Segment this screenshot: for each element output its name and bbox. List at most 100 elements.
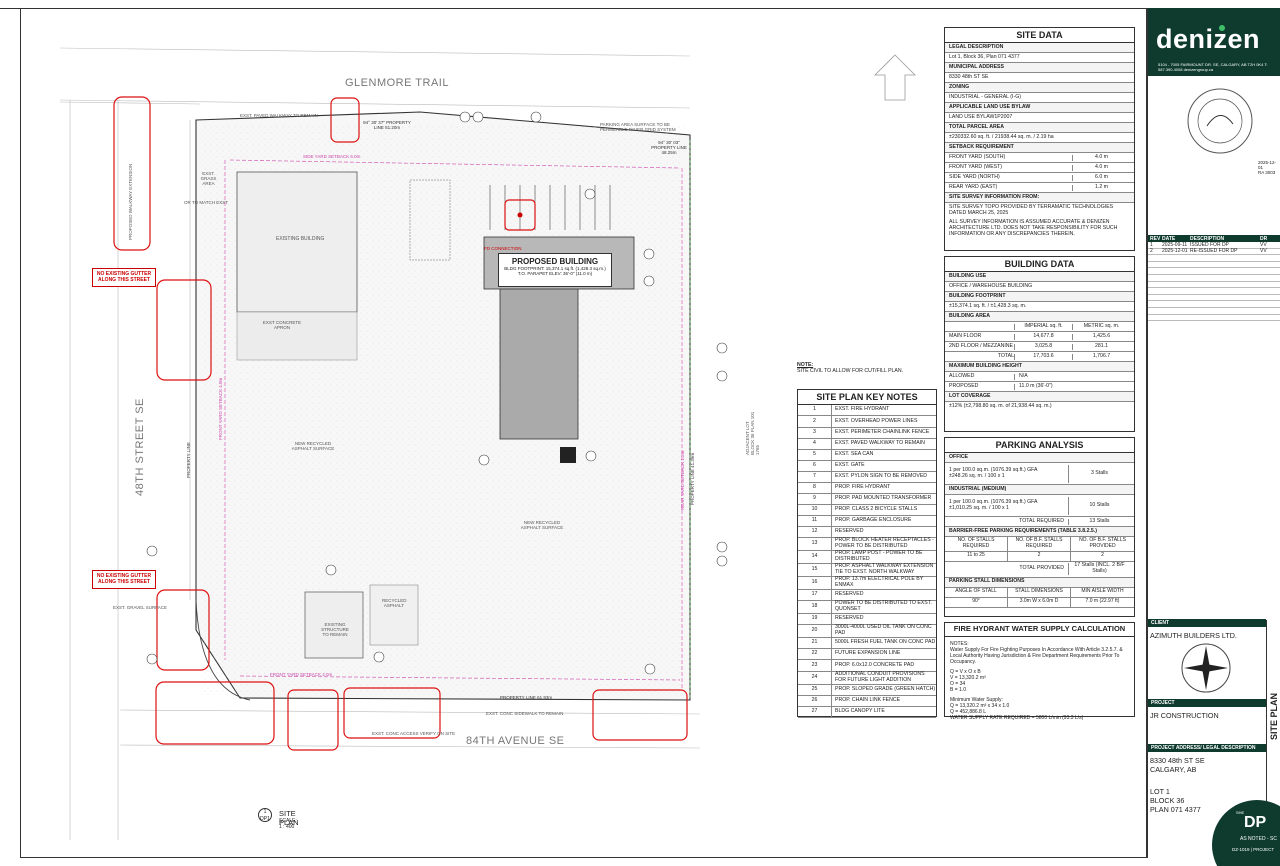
client-name: AZIMUTH BUILDERS LTD. — [1150, 631, 1237, 640]
zoning-heading: ZONING — [945, 83, 1134, 94]
key-note-text: PROP. BLOCK HEATER RECEPTACLES - POWER T… — [835, 537, 934, 550]
revision-row-empty — [1148, 315, 1280, 322]
key-notes-title: SITE PLAN KEY NOTES — [798, 390, 936, 406]
property-line-north-1: 94° 30' 37" PROPERTY LINE 51.20m — [363, 120, 411, 130]
new-recycled-asphalt-label: NEW RECYCLED ASPHALT SURFACE — [291, 441, 335, 451]
front-setback-west-label: FRONT YARD SETBACK 4.0m — [218, 377, 223, 440]
key-note-text: PROP. 13.7m ELECTRICAL POLE BY ENMAX — [835, 576, 924, 589]
key-note-number: 5 — [798, 449, 832, 460]
height-proposed-label: PROPOSED — [949, 382, 979, 389]
key-note-number: 22 — [798, 649, 832, 660]
exst-conc-access-label: EXST. CONC ACCESS VERIFY ON SITE — [372, 731, 456, 736]
col-imperial: IMPERIAL sq. ft. — [1014, 323, 1072, 330]
revision-clouds — [113, 96, 688, 751]
key-note-number: 6 — [798, 460, 832, 471]
key-note-number: 7 — [798, 471, 832, 482]
key-note-number: 9 — [798, 494, 832, 505]
driveway-curve-sw — [195, 599, 251, 701]
new-recycled-asphalt-label-2: NEW RECYCLED ASPHALT SURFACE — [520, 520, 564, 530]
key-note-text: EXST. OVERHEAD POWER LINES — [835, 417, 918, 424]
key-note-number: 23 — [798, 660, 832, 671]
revision-description: RE-ISSUED FOR DP — [1190, 248, 1238, 255]
bf-col-header: NO. OF STALLS REQUIRED — [945, 537, 1008, 552]
key-note-number: 16 — [798, 577, 832, 590]
hydrant-formula-4: B = 1.0 — [950, 687, 966, 694]
hydrant-body: NOTES: Water Supply For Fire Fighting Pu… — [945, 637, 1134, 726]
key-note-number: 17 — [798, 590, 832, 601]
building-area-col-header: IMPERIAL sq. ft. METRIC sq. m. — [945, 322, 1134, 333]
adjacent-lot-label: ADJACENT LOT BLOCK 36 PLAN 101 1765 — [745, 411, 760, 455]
sheet-title-text: SITE PLAN — [1269, 692, 1279, 740]
key-note-number: 8 — [798, 483, 832, 494]
key-note-text: RESERVED — [835, 591, 864, 598]
land-use-heading: APPLICABLE LAND USE BYLAW — [945, 103, 1134, 114]
key-note-text: PROP. CLASS 2 BICYCLE STALLS — [835, 506, 918, 513]
civil-note-heading: NOTE: — [797, 362, 814, 368]
project-name: JR CONSTRUCTION — [1150, 711, 1219, 720]
detail-callout-circle: 1 DP1 — [258, 808, 272, 822]
exst-gravel-label: EXST. GRAVEL SURFACE — [113, 605, 168, 610]
setback-value: 4.0 m — [1072, 154, 1130, 161]
sheet-border-right — [1146, 8, 1148, 858]
key-note-text: PROP. GARBAGE ENCLOSURE — [835, 517, 912, 524]
parcel-area-heading: TOTAL PARCEL AREA — [945, 123, 1134, 134]
key-note-text: RESERVED — [835, 528, 864, 535]
revision-row-empty — [1148, 308, 1280, 315]
key-note-text: RESERVED — [835, 615, 864, 622]
key-note-number: 25 — [798, 684, 832, 695]
office-row: 1 per 100.0 sq.m. (1076.39 sq.ft.) GFA ±… — [945, 463, 1134, 486]
revision-header: REV DATE DESCRIPTION DR — [1148, 235, 1280, 242]
project-address-2: CALGARY, AB — [1150, 765, 1197, 774]
height-heading: MAXIMUM BUILDING HEIGHT — [945, 362, 1134, 373]
key-note-text: EXST. PAVED WALKWAY TO REMAIN — [835, 439, 925, 446]
key-note-text: PROP. SLOPED GRADE (GREEN HATCH) — [835, 685, 936, 692]
logo-dot-icon — [1219, 25, 1225, 31]
civil-note: NOTE: SITE CIVIL TO ALLOW FOR CUT/FILL P… — [797, 362, 937, 374]
bf-col-header: NO. OF B.F. STALLS REQUIRED — [1008, 537, 1071, 552]
fire-hydrant-calc-table: FIRE HYDRANT WATER SUPPLY CALCULATION NO… — [944, 622, 1135, 721]
existing-structure-label: EXISTING STRUCTURE TO REMAIN — [321, 622, 349, 637]
building-area-label: 2ND FLOOR / MEZZANINE — [949, 342, 1013, 349]
revision-row-empty — [1148, 301, 1280, 308]
stamp-date-text: 2025-12-01 — [1258, 160, 1277, 170]
revision-row-empty — [1148, 268, 1280, 275]
denizen-logo: denizen — [1156, 24, 1261, 54]
setback-value: 4.0 m — [1072, 164, 1130, 171]
hydrant-formula-1: Q = V x O x B — [950, 668, 981, 675]
setback-lines — [224, 159, 683, 690]
setback-row: SIDE YARD (NORTH)6.0 m — [945, 173, 1134, 184]
parcel-area-value: ±230332.60 sq. ft. / 21938.44 sq. m. / 2… — [945, 133, 1134, 144]
project-address-heading: PROJECT ADDRESS/ LEGAL DESCRIPTION — [1148, 744, 1266, 752]
key-note-number: 11 — [798, 516, 832, 527]
key-note-text: PROP. PAD MOUNTED TRANSFORMER — [835, 495, 932, 502]
revision-date: 2025-12-01 — [1162, 248, 1188, 255]
key-note-text: EXST. PERIMETER CHAINLINK FENCE — [835, 428, 930, 435]
key-note-number: 2 — [798, 416, 832, 427]
street-name-west: 48TH STREET SE — [134, 398, 146, 496]
building-area-metric: 1,425.6 — [1072, 333, 1130, 340]
key-note-text: PROP. 6.0x12.0 CONCRETE PAD — [835, 661, 915, 668]
dims-value: 90° — [945, 597, 1008, 608]
key-note-text: PROP. FIRE HYDRANT — [835, 484, 891, 491]
project-number: DZ-1019 | PROJECT — [1232, 847, 1275, 852]
revision-drawn-by: VV — [1260, 241, 1267, 248]
key-note-number: 26 — [798, 695, 832, 706]
industrial-calc: ±1,010.25 sq. m. / 100 x 1 — [949, 504, 1009, 511]
project-lot: LOT 1 — [1150, 787, 1170, 796]
street-name-south: 84TH AVENUE SE — [466, 735, 565, 747]
land-use-value: LAND USE BYLAW1P2007 — [945, 113, 1134, 124]
key-note-text: ADDITIONAL CONDUIT PROVISIONS FOR FUTURE… — [835, 670, 925, 683]
proposed-building-footprint-text: BLDG FOOTPRINT: 15,374.1 sq.ft. (1,428.3… — [504, 266, 606, 271]
